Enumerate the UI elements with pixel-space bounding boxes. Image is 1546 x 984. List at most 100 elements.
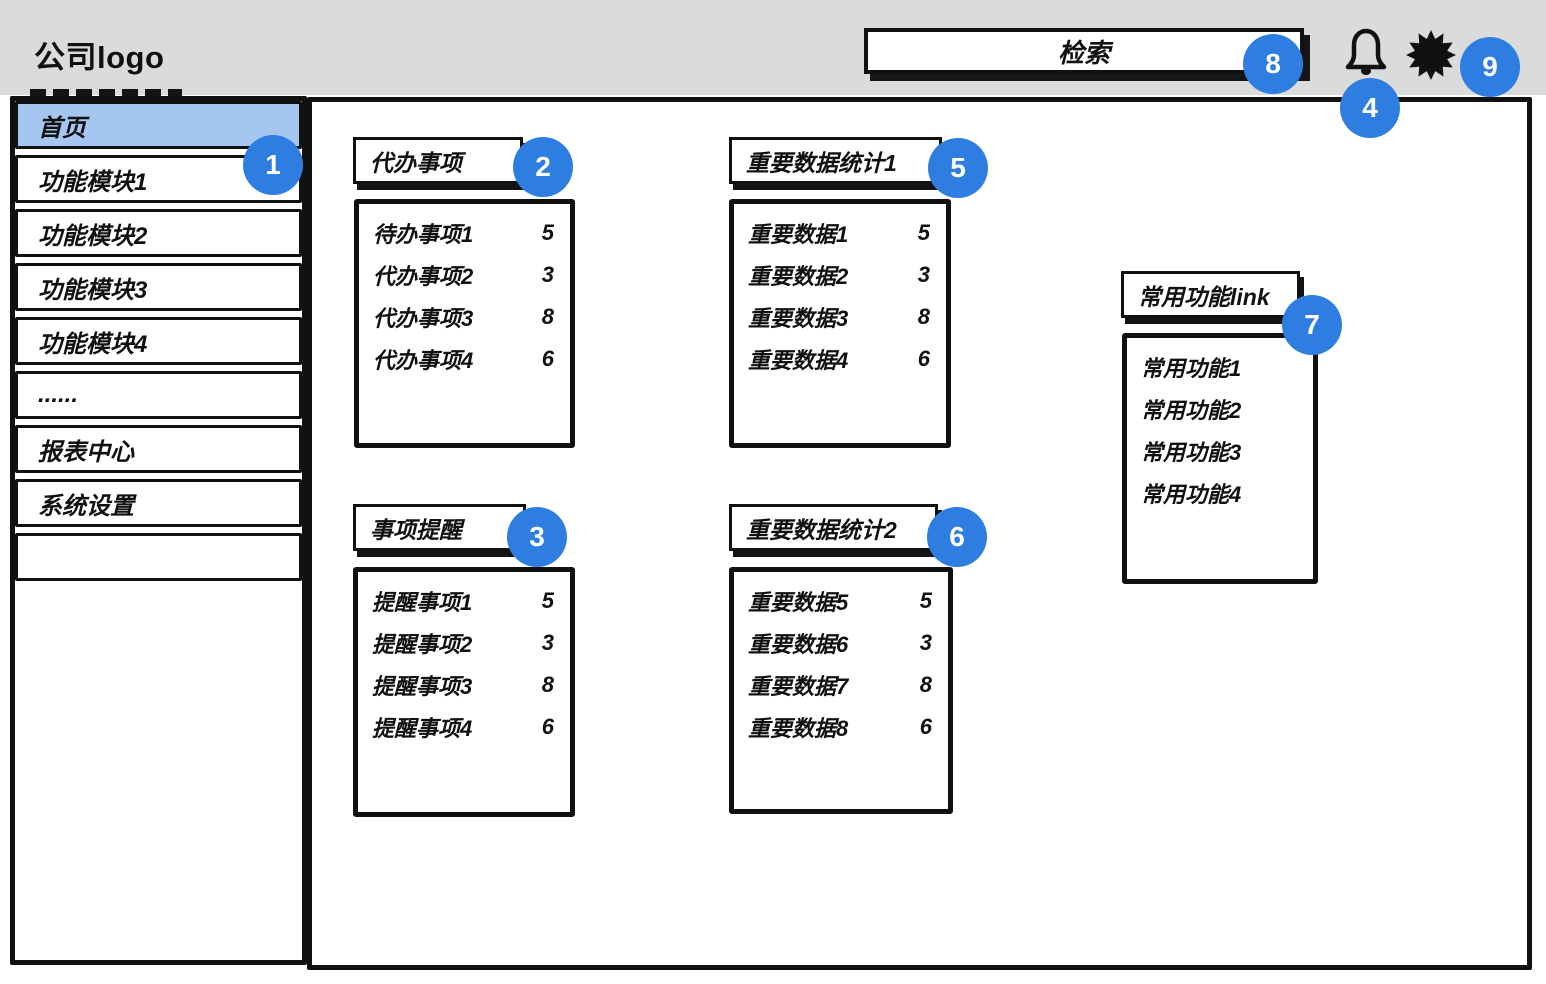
sidebar: 首页 功能模块1 功能模块2 功能模块3 功能模块4 ...... 报表中心 系… (10, 96, 307, 965)
item-count: 8 (541, 672, 554, 697)
annotation-badge-8: 8 (1243, 34, 1303, 94)
reminder-panel-title[interactable]: 事项提醒 (353, 504, 526, 551)
search-label: 检索 (1057, 37, 1110, 68)
quicklinks-panel: 常用功能1 常用功能2 常用功能3 常用功能4 (1122, 333, 1318, 584)
sidebar-item-label: 功能模块2 (38, 222, 148, 250)
stats1-item[interactable]: 重要数据1 5 (748, 212, 932, 254)
annotation-badge-2: 2 (513, 137, 573, 197)
gear-icon (1406, 30, 1456, 83)
sidebar-item-empty (15, 533, 302, 581)
sidebar-item-more[interactable]: ...... (15, 371, 302, 419)
bell-icon (1340, 28, 1392, 85)
sidebar-item-label: 功能模块1 (38, 168, 148, 196)
item-label: 提醒事项1 (372, 590, 473, 615)
item-count: 5 (541, 220, 554, 245)
item-count: 5 (917, 220, 930, 245)
sidebar-item-system-settings[interactable]: 系统设置 (15, 479, 302, 527)
item-count: 3 (541, 630, 554, 655)
sidebar-item-label: 功能模块3 (38, 276, 148, 304)
item-count: 6 (541, 346, 554, 371)
panel-title-label: 重要数据统计1 (746, 149, 897, 176)
sketch-scribble (30, 89, 182, 97)
stats1-panel: 重要数据1 5 重要数据2 3 重要数据3 8 重要数据4 6 (729, 199, 951, 448)
item-label: 重要数据7 (748, 674, 849, 699)
item-label: 待办事项1 (373, 222, 474, 247)
sidebar-item-label: 功能模块4 (38, 330, 148, 358)
notifications-button[interactable] (1340, 24, 1392, 82)
annotation-badge-7: 7 (1282, 295, 1342, 355)
quicklink-item[interactable]: 常用功能2 (1141, 388, 1299, 430)
item-label: 常用功能1 (1141, 356, 1242, 381)
item-label: 提醒事项4 (372, 716, 473, 741)
annotation-badge-9: 9 (1460, 37, 1520, 97)
stats2-item[interactable]: 重要数据8 6 (748, 706, 934, 748)
sidebar-item-label: ...... (38, 381, 79, 408)
panel-title-label: 事项提醒 (370, 516, 462, 543)
todo-panel-title[interactable]: 代办事项 (353, 137, 523, 184)
item-label: 重要数据4 (748, 348, 849, 373)
sidebar-item-module-4[interactable]: 功能模块4 (15, 317, 302, 365)
item-label: 代办事项4 (373, 348, 474, 373)
item-count: 6 (919, 714, 932, 739)
item-label: 代办事项3 (373, 306, 474, 331)
sidebar-item-label: 系统设置 (38, 492, 134, 520)
todo-item[interactable]: 代办事项4 6 (373, 338, 556, 380)
todo-item[interactable]: 代办事项3 8 (373, 296, 556, 338)
item-label: 重要数据3 (748, 306, 849, 331)
quicklink-item[interactable]: 常用功能1 (1141, 346, 1299, 388)
item-count: 8 (917, 304, 930, 329)
stats2-panel-title[interactable]: 重要数据统计2 (729, 504, 938, 551)
sidebar-item-label: 报表中心 (38, 438, 134, 466)
search-box[interactable]: 检索 (864, 28, 1304, 74)
sidebar-item-module-3[interactable]: 功能模块3 (15, 263, 302, 311)
reminder-item[interactable]: 提醒事项2 3 (372, 622, 556, 664)
todo-item[interactable]: 待办事项1 5 (373, 212, 556, 254)
item-label: 重要数据1 (748, 222, 849, 247)
top-bar: 公司logo 检索 (0, 0, 1546, 95)
item-count: 3 (917, 262, 930, 287)
quicklink-item[interactable]: 常用功能4 (1141, 472, 1299, 514)
stats1-item[interactable]: 重要数据2 3 (748, 254, 932, 296)
item-label: 常用功能2 (1141, 398, 1242, 423)
quicklink-item[interactable]: 常用功能3 (1141, 430, 1299, 472)
item-label: 代办事项2 (373, 264, 474, 289)
stats1-panel-title[interactable]: 重要数据统计1 (729, 137, 942, 184)
item-label: 常用功能4 (1141, 482, 1242, 507)
item-count: 3 (541, 262, 554, 287)
sidebar-item-label: 首页 (38, 114, 86, 142)
reminder-item[interactable]: 提醒事项4 6 (372, 706, 556, 748)
todo-item[interactable]: 代办事项2 3 (373, 254, 556, 296)
item-count: 8 (541, 304, 554, 329)
sidebar-item-module-2[interactable]: 功能模块2 (15, 209, 302, 257)
annotation-badge-3: 3 (507, 507, 567, 567)
sidebar-item-report-center[interactable]: 报表中心 (15, 425, 302, 473)
quicklinks-panel-title[interactable]: 常用功能link (1121, 271, 1300, 318)
reminder-panel: 提醒事项1 5 提醒事项2 3 提醒事项3 8 提醒事项4 6 (353, 567, 575, 817)
annotation-badge-5: 5 (928, 138, 988, 198)
company-logo: 公司logo (34, 40, 165, 75)
reminder-item[interactable]: 提醒事项1 5 (372, 580, 556, 622)
annotation-badge-4: 4 (1340, 78, 1400, 138)
panel-title-label: 常用功能link (1138, 283, 1270, 310)
stats1-item[interactable]: 重要数据3 8 (748, 296, 932, 338)
reminder-item[interactable]: 提醒事项3 8 (372, 664, 556, 706)
item-count: 5 (541, 588, 554, 613)
todo-panel: 待办事项1 5 代办事项2 3 代办事项3 8 代办事项4 6 (354, 199, 575, 448)
item-label: 提醒事项3 (372, 674, 473, 699)
annotation-badge-6: 6 (927, 507, 987, 567)
item-label: 提醒事项2 (372, 632, 473, 657)
item-count: 6 (917, 346, 930, 371)
stats1-item[interactable]: 重要数据4 6 (748, 338, 932, 380)
item-label: 重要数据8 (748, 716, 849, 741)
item-label: 常用功能3 (1141, 440, 1242, 465)
settings-button[interactable] (1406, 30, 1456, 80)
item-label: 重要数据6 (748, 632, 849, 657)
item-count: 6 (541, 714, 554, 739)
panel-title-label: 重要数据统计2 (746, 516, 897, 543)
item-label: 重要数据5 (748, 590, 849, 615)
item-label: 重要数据2 (748, 264, 849, 289)
